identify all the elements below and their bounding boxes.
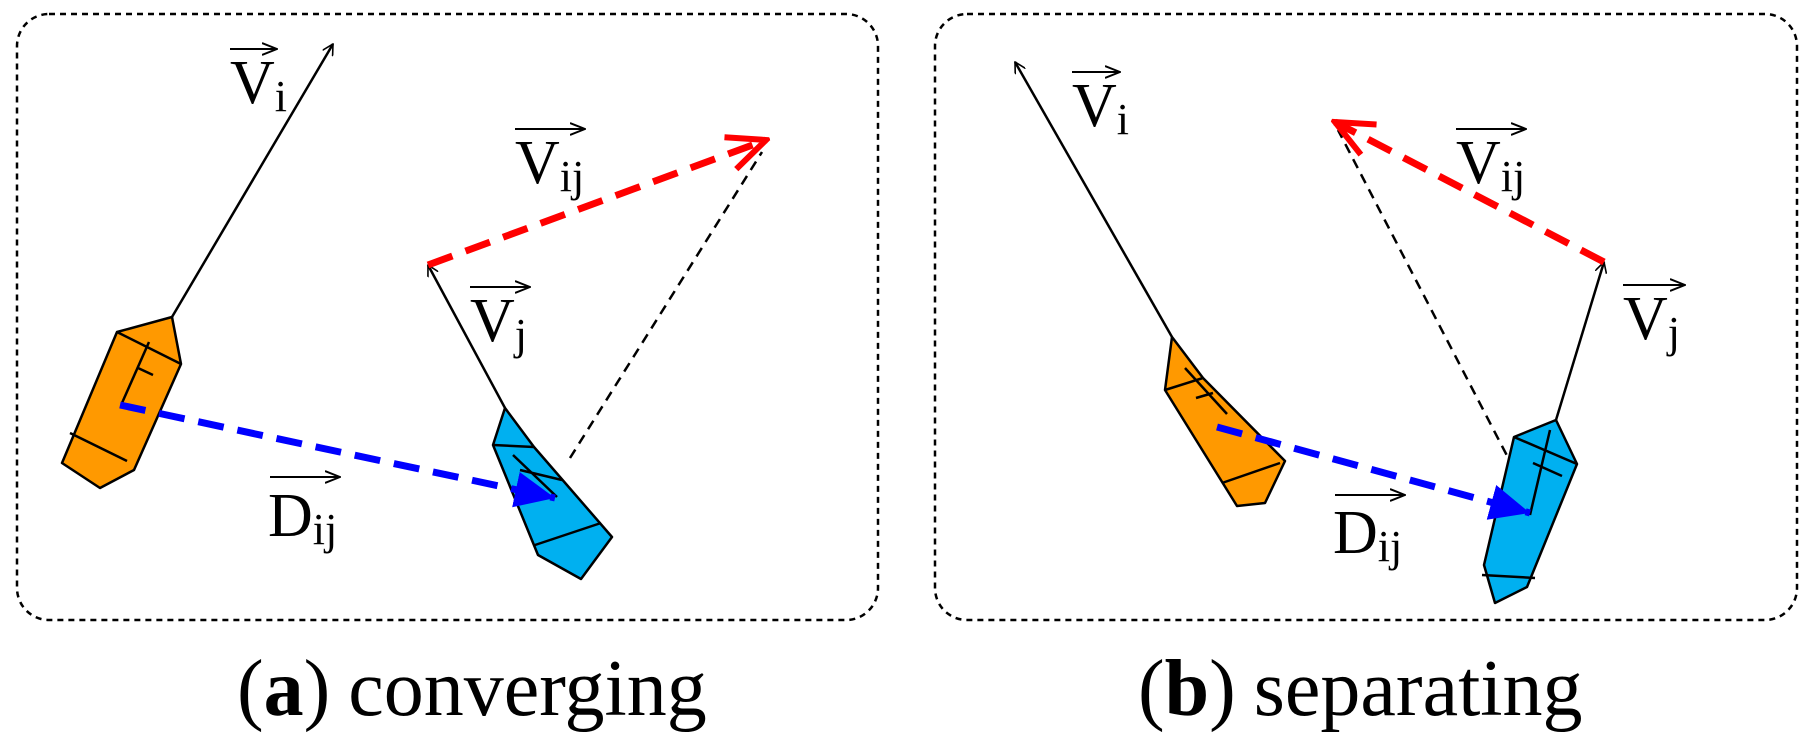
svg-text:Vi: Vi: [1072, 72, 1129, 144]
vector-vij: [1335, 122, 1606, 266]
svg-text:Vj: Vj: [1623, 285, 1680, 357]
caption-a-letter: a: [264, 645, 304, 733]
label-vij-base: V: [515, 129, 560, 197]
label-dij: Dij: [268, 477, 340, 554]
label-dij-base: D: [268, 482, 313, 550]
caption-b-word: separating: [1254, 645, 1583, 733]
svg-text:Dij: Dij: [1333, 499, 1402, 571]
vessel-j: [491, 406, 614, 581]
label-vj-base: V: [1623, 285, 1668, 353]
svg-text:Vi: Vi: [230, 49, 287, 121]
label-dij-sub: ij: [1378, 522, 1402, 571]
label-vj-sub: j: [513, 310, 527, 359]
vector-dij: [119, 401, 556, 508]
label-vij-sub: ij: [560, 152, 584, 201]
label-vij: Vij: [1456, 129, 1526, 201]
label-vj: Vj: [1623, 285, 1685, 357]
panel-b-frame: [933, 12, 1799, 622]
label-vi: Vi: [1072, 72, 1129, 144]
caption-a-word: converging: [348, 645, 706, 733]
panel-a-frame: [15, 12, 880, 622]
label-vj-base: V: [470, 287, 515, 355]
svg-text:Vij: Vij: [515, 129, 584, 201]
label-vi: Vi: [230, 49, 287, 121]
construction-line: [568, 151, 764, 459]
vessel-i: [60, 315, 183, 490]
label-vi-base: V: [1072, 72, 1117, 140]
caption-b-letter: b: [1165, 645, 1210, 733]
label-vij-base: V: [1456, 129, 1501, 197]
construction-line: [1336, 129, 1532, 501]
label-dij-sub: ij: [313, 505, 337, 554]
vessel-i: [1163, 335, 1287, 508]
svg-text:Vj: Vj: [470, 287, 527, 359]
vector-dij: [1216, 423, 1531, 520]
caption-a: (a)converging: [237, 645, 707, 733]
label-vi-base: V: [230, 49, 275, 117]
vessel-j: [1481, 418, 1579, 605]
label-vij-sub: ij: [1501, 152, 1525, 201]
vector-vi: [1013, 62, 1174, 338]
vector-vi: [170, 44, 335, 318]
caption-b: (b)separating: [1138, 645, 1583, 733]
panel-a: Vi Vij Vj Dij (a)converging: [15, 12, 880, 733]
svg-text:Dij: Dij: [268, 482, 337, 554]
label-vi-sub: i: [275, 72, 287, 121]
label-vi-sub: i: [1117, 95, 1129, 144]
label-dij: Dij: [1333, 495, 1405, 571]
label-dij-base: D: [1333, 499, 1378, 567]
vector-vj: [1554, 262, 1604, 421]
svg-text:Vij: Vij: [1456, 129, 1525, 201]
label-vj-sub: j: [1666, 308, 1680, 357]
vector-vj: [426, 265, 507, 409]
panel-b: Vi Vij Vj Dij (b)separating: [933, 12, 1799, 733]
label-vj: Vj: [470, 287, 530, 359]
label-vij: Vij: [515, 129, 585, 201]
vector-vij: [426, 140, 766, 269]
